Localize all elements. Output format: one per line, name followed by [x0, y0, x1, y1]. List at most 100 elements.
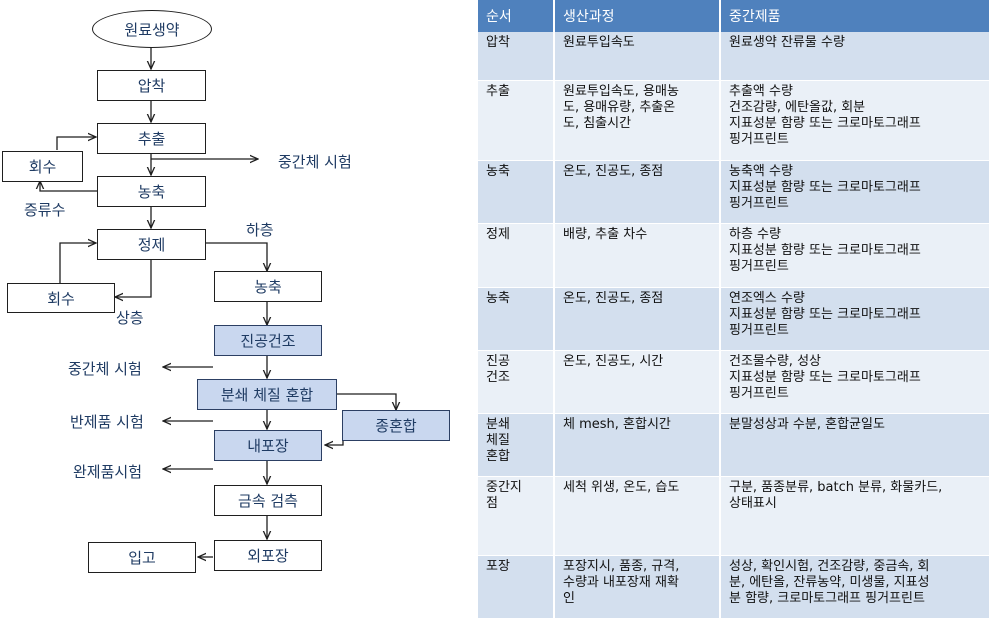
cell-line: 건조물수량, 성상 — [729, 353, 821, 369]
cell-line: 도, 침출시간 — [563, 115, 632, 131]
cell-line: 지표성분 함량 또는 크로마토그래프 — [729, 115, 921, 131]
cell-line: 온도, 진공도, 종점 — [563, 163, 664, 179]
cell-line: 원료투입속도 — [563, 35, 635, 50]
node-press: 압착 — [97, 70, 206, 101]
cell-process: 체 mesh, 혼합시간 — [554, 413, 721, 477]
cell-line: 인 — [563, 590, 575, 606]
cell-line: 핑거프린트 — [729, 322, 789, 338]
cell-line: 포장 — [486, 558, 510, 574]
node-recover-1: 회수 — [2, 151, 83, 182]
cell-line: 추출액 수량 — [729, 83, 793, 99]
cell-line: 하층 수량 — [729, 226, 781, 242]
cell-line: 지표성분 함량 또는 크로마토그래프 — [729, 242, 921, 258]
label-upper-layer: 상층 — [116, 309, 144, 327]
node-recover-2: 회수 — [7, 283, 115, 313]
cell-process: 온도, 진공도, 시간 — [554, 350, 721, 414]
cell-product: 분말성상과 수분, 혼합균일도 — [720, 413, 991, 477]
cell-line: 분 함량, 크로마토그래프 핑거프린트 — [729, 590, 925, 606]
cell-process: 배량, 추출 차수 — [554, 223, 721, 288]
cell-line: 성상, 확인시험, 건조감량, 중금속, 회 — [729, 558, 930, 574]
label-mid-test-1: 중간체 시험 — [278, 153, 352, 171]
header-process: 생산과정 — [554, 0, 721, 32]
cell-line: 건조 — [486, 369, 510, 385]
node-concentrate-2: 농축 — [214, 271, 322, 302]
node-vacuum-dry: 진공건조 — [214, 325, 322, 356]
cell-line: 진공 — [486, 353, 510, 369]
cell-line: 원료생약 잔류물 수량 — [729, 35, 845, 50]
cell-step: 포장 — [478, 555, 555, 619]
cell-step: 압착 — [478, 32, 555, 81]
label-semi-test: 반제품 시험 — [70, 413, 144, 431]
cell-line: 농축액 수량 — [729, 163, 793, 179]
cell-line: 세척 위생, 온도, 습도 — [563, 479, 680, 495]
cell-line: 체 mesh, 혼합시간 — [563, 416, 671, 432]
cell-line: 분쇄 — [486, 416, 510, 432]
node-metal-detect: 금속 검측 — [214, 485, 322, 516]
node-outer-pack: 외포장 — [214, 540, 322, 571]
arrow-grind-blend — [337, 393, 396, 410]
node-concentrate-1: 농축 — [97, 176, 206, 207]
cell-process: 온도, 진공도, 종점 — [554, 160, 721, 224]
node-purify: 정제 — [97, 229, 206, 260]
cell-process: 온도, 진공도, 종점 — [554, 287, 721, 351]
cell-line: 핑거프린트 — [729, 258, 789, 274]
process-flowchart: 원료생약 압착 추출 회수 농축 정제 회수 농축 진공건조 분쇄 체질 혼합 … — [0, 0, 470, 625]
cell-line: 지표성분 함량 또는 크로마토그래프 — [729, 369, 921, 385]
header-product: 중간제품 — [720, 0, 991, 32]
cell-line: 점 — [486, 495, 498, 511]
arrow-blend-inner — [325, 426, 344, 445]
label-distillate: 증류수 — [24, 201, 66, 219]
node-warehouse-in: 입고 — [88, 542, 196, 573]
cell-line: 혼합 — [486, 448, 510, 464]
cell-line: 수량과 내포장재 재확 — [563, 574, 679, 590]
cell-line: 도, 용매유량, 추출온 — [563, 99, 676, 115]
cell-line: 상태표시 — [729, 495, 777, 511]
label-final-test: 완제품시험 — [73, 463, 143, 481]
cell-line: 핑거프린트 — [729, 385, 789, 401]
flowchart-connectors — [0, 47, 470, 625]
cell-line: 온도, 진공도, 종점 — [563, 290, 664, 306]
cell-line: 포장지시, 품종, 규격, — [563, 558, 680, 574]
cell-line: 연조엑스 수량 — [729, 290, 805, 306]
arrow-purify-lower — [205, 242, 267, 271]
arrow-recover1-extract — [56, 137, 96, 150]
table-row: 압착 원료투입속도 원료생약 잔류물 수량 — [478, 32, 991, 81]
cell-line: 지표성분 함량 또는 크로마토그래프 — [729, 179, 921, 195]
cell-line: 분, 에탄올, 잔류농약, 미생물, 지표성 — [729, 574, 930, 590]
node-grind-sieve-mix: 분쇄 체질 혼합 — [197, 379, 337, 410]
cell-line: 압착 — [486, 35, 510, 50]
cell-line: 배량, 추출 차수 — [563, 226, 648, 242]
cell-line: 분말성상과 수분, 혼합균일도 — [729, 416, 885, 432]
cell-step: 추출 — [478, 80, 555, 161]
node-extract: 추출 — [97, 123, 206, 154]
cell-line: 핑거프린트 — [729, 195, 789, 211]
cell-line: 정제 — [486, 226, 510, 242]
label-mid-test-2: 중간체 시험 — [68, 360, 142, 378]
cell-line: 핑거프린트 — [729, 131, 789, 147]
node-raw-material: 원료생약 — [92, 10, 212, 48]
cell-line: 중간지 — [486, 479, 522, 495]
cell-line: 추출 — [486, 83, 510, 99]
cell-product: 구분, 품종분류, batch 분류, 화물카드,상태표시 — [720, 476, 991, 556]
cell-line: 체질 — [486, 432, 510, 448]
table-header-row: 순서 생산과정 중간제품 — [478, 0, 991, 32]
